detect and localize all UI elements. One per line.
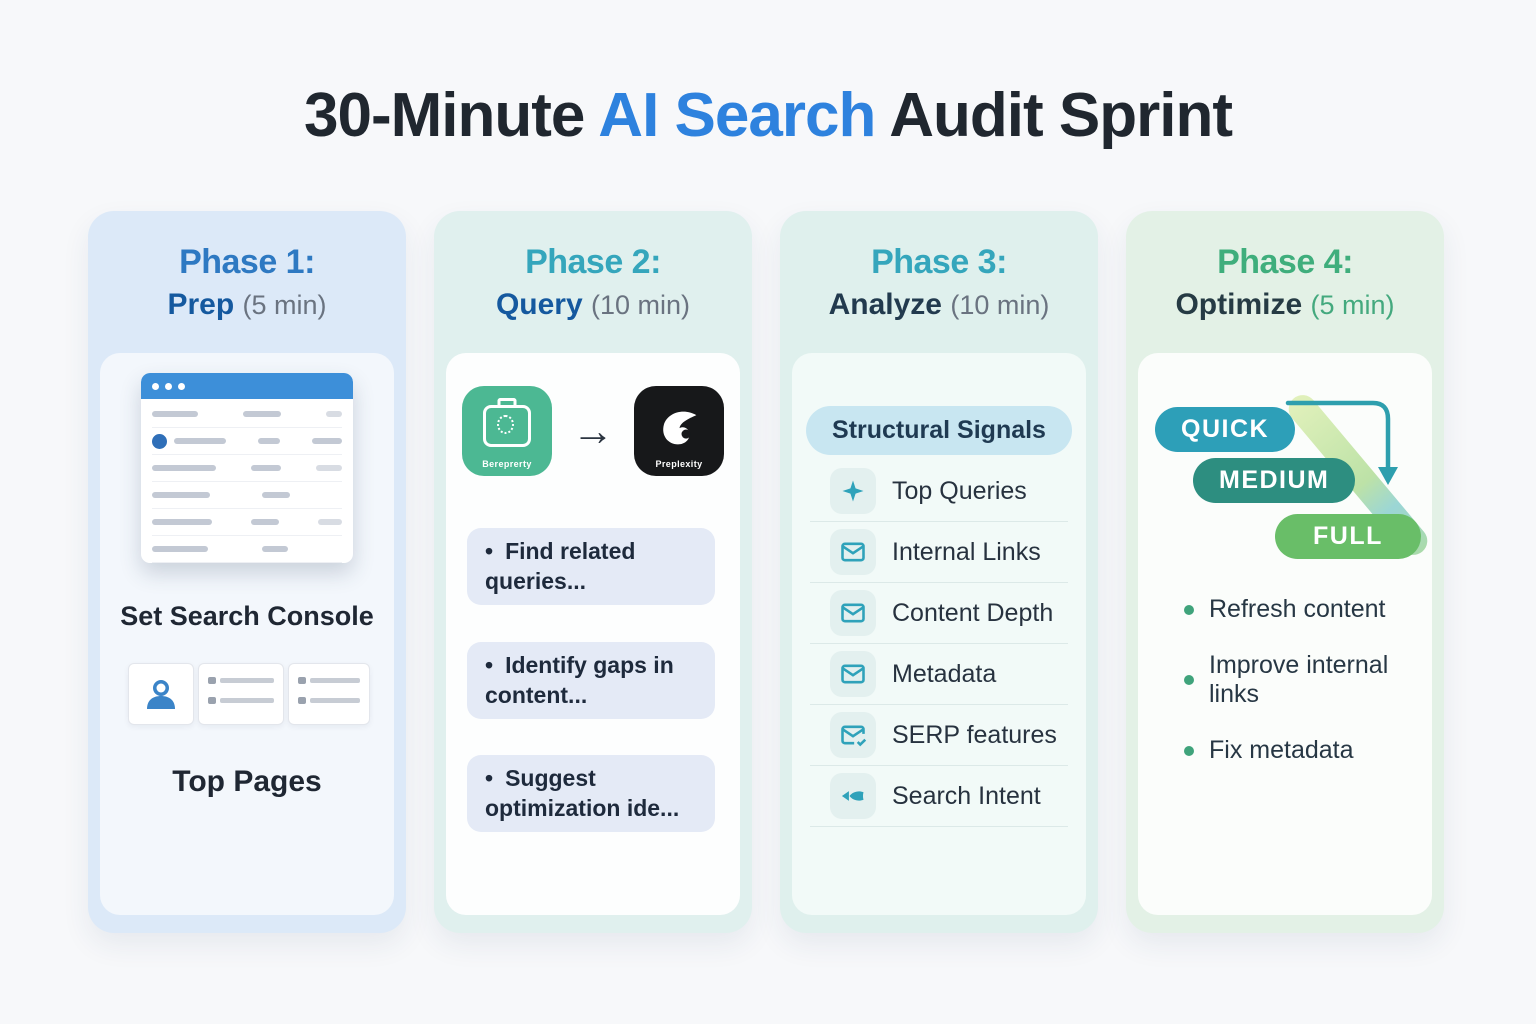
medium-pill: MEDIUM: [1193, 458, 1356, 503]
list-item: Content Depth: [810, 583, 1068, 644]
phase-4-name: Optimize: [1175, 288, 1303, 321]
phase-1-label: Phase 1:: [179, 243, 315, 281]
phase-2-header: Phase 2: Query (10 min): [434, 211, 752, 322]
phase-1-card: Phase 1: Prep (5 min): [88, 211, 406, 933]
list-item: Refresh content: [1184, 595, 1432, 624]
list-item: Search Intent: [810, 766, 1068, 827]
mail-check-icon: [830, 712, 876, 758]
phase-1-duration: (5 min): [242, 290, 327, 320]
window-dot-icon: [165, 382, 172, 390]
mail-icon: [830, 590, 876, 636]
structural-signals-badge: Structural Signals: [806, 406, 1072, 455]
phase-4-label: Phase 4:: [1217, 243, 1353, 281]
clipboard-icon: [483, 405, 531, 447]
query-bullet-box: Suggest optimization ide...: [467, 755, 715, 832]
query-bullet-box: Identify gaps in content...: [467, 642, 715, 719]
mini-card-list: [198, 663, 284, 725]
list-item: Improve internal links: [1184, 651, 1432, 709]
signal-label: Top Queries: [892, 476, 1027, 505]
bullet-text: Fix metadata: [1209, 736, 1354, 764]
top-pages-caption: Top Pages: [172, 765, 322, 798]
mini-card-list: [288, 663, 370, 725]
perplexity-app-icon: Preplexity: [634, 386, 724, 476]
person-icon: [147, 680, 175, 709]
phase-4-panel: QUICK MEDIUM FULL Refresh content Improv…: [1138, 353, 1434, 915]
bullet-text: Refresh content: [1209, 595, 1386, 623]
browser-titlebar: [141, 373, 353, 399]
phase-4-card: Phase 4: Optimize (5 min) QUICK MEDIUM F…: [1126, 211, 1444, 933]
page-title: 30-Minute AI Search Audit Sprint: [0, 80, 1536, 151]
phase-1-name: Prep: [167, 288, 235, 321]
target-app-label: Preplexity: [655, 459, 703, 469]
phase-2-name: Query: [495, 288, 583, 321]
table-row: [152, 401, 342, 428]
signal-label: SERP features: [892, 720, 1057, 749]
window-dot-icon: [152, 382, 159, 390]
curved-arrow-icon: [1285, 400, 1398, 485]
browser-table: [141, 399, 353, 563]
bullet-dot-icon: [1184, 604, 1194, 615]
phase-3-name: Analyze: [828, 288, 942, 321]
bullet-text: Improve internal links: [1209, 651, 1389, 708]
app-icons-flow: Bereprerty → Preplexity: [446, 386, 740, 476]
full-pill: FULL: [1275, 514, 1421, 559]
table-row: [152, 509, 342, 536]
phase-1-header: Phase 1: Prep (5 min): [88, 211, 406, 322]
search-console-caption: Set Search Console: [120, 601, 374, 631]
query-bullet-box: Find related queries...: [467, 528, 715, 605]
mini-card-user: [128, 663, 194, 725]
list-item: Internal Links: [810, 522, 1068, 583]
list-item: SERP features: [810, 705, 1068, 766]
source-app-icon: Bereprerty: [462, 386, 552, 476]
mail-icon: [830, 651, 876, 697]
bullet-dot-icon: [1184, 745, 1194, 756]
signal-label: Content Depth: [892, 598, 1054, 627]
bullet-text: Suggest optimization ide...: [485, 764, 701, 824]
quick-pill: QUICK: [1155, 407, 1296, 452]
phase-3-duration: (10 min): [950, 290, 1050, 320]
signal-label: Search Intent: [892, 781, 1041, 810]
list-item: Metadata: [810, 644, 1068, 705]
list-item: Top Queries: [810, 461, 1068, 522]
sparkle-icon: [830, 468, 876, 514]
mini-cards: [128, 663, 370, 725]
google-icon: [152, 433, 167, 449]
source-app-label: Bereprerty: [482, 459, 532, 469]
arrow-right-icon: →: [572, 407, 614, 454]
signal-label: Internal Links: [892, 537, 1041, 566]
phase-3-card: Phase 3: Analyze (10 min) Structural Sig…: [780, 211, 1098, 933]
phase-2-panel: Bereprerty → Preplexity Find related que…: [446, 353, 740, 915]
phase-3-panel: Structural Signals Top Queries Internal …: [792, 353, 1086, 915]
phase-2-label: Phase 2:: [525, 243, 661, 281]
title-highlight: AI Search: [598, 81, 876, 150]
phase-2-card: Phase 2: Query (10 min) Bereprerty → Pre…: [434, 211, 752, 933]
signal-list: Top Queries Internal Links Content Depth: [810, 461, 1068, 827]
phase-4-header: Phase 4: Optimize (5 min): [1126, 211, 1444, 322]
phase-3-label: Phase 3:: [871, 243, 1007, 281]
window-dot-icon: [178, 382, 185, 390]
phase-1-panel: Set Search Console: [100, 353, 394, 915]
bullet-dot-icon: [1184, 675, 1194, 685]
browser-window-mockup: [141, 373, 353, 563]
bullet-text: Find related queries...: [485, 537, 701, 597]
table-row: [152, 536, 342, 563]
optimize-bullets: Refresh content Improve internal links F…: [1184, 595, 1432, 792]
mail-icon: [830, 529, 876, 575]
phase-4-duration: (5 min): [1310, 290, 1395, 320]
wave-glyph-icon: [663, 411, 697, 445]
bullet-text: Identify gaps in content...: [485, 651, 701, 711]
table-row: [152, 482, 342, 509]
title-suffix: Audit Sprint: [875, 81, 1233, 150]
list-item: Fix metadata: [1184, 736, 1432, 765]
table-row: [152, 428, 342, 455]
fish-icon: [830, 773, 876, 819]
title-prefix: 30-Minute: [304, 81, 599, 150]
phase-2-duration: (10 min): [591, 290, 691, 320]
signal-label: Metadata: [892, 659, 997, 688]
table-row: [152, 455, 342, 482]
phase-3-header: Phase 3: Analyze (10 min): [780, 211, 1098, 322]
